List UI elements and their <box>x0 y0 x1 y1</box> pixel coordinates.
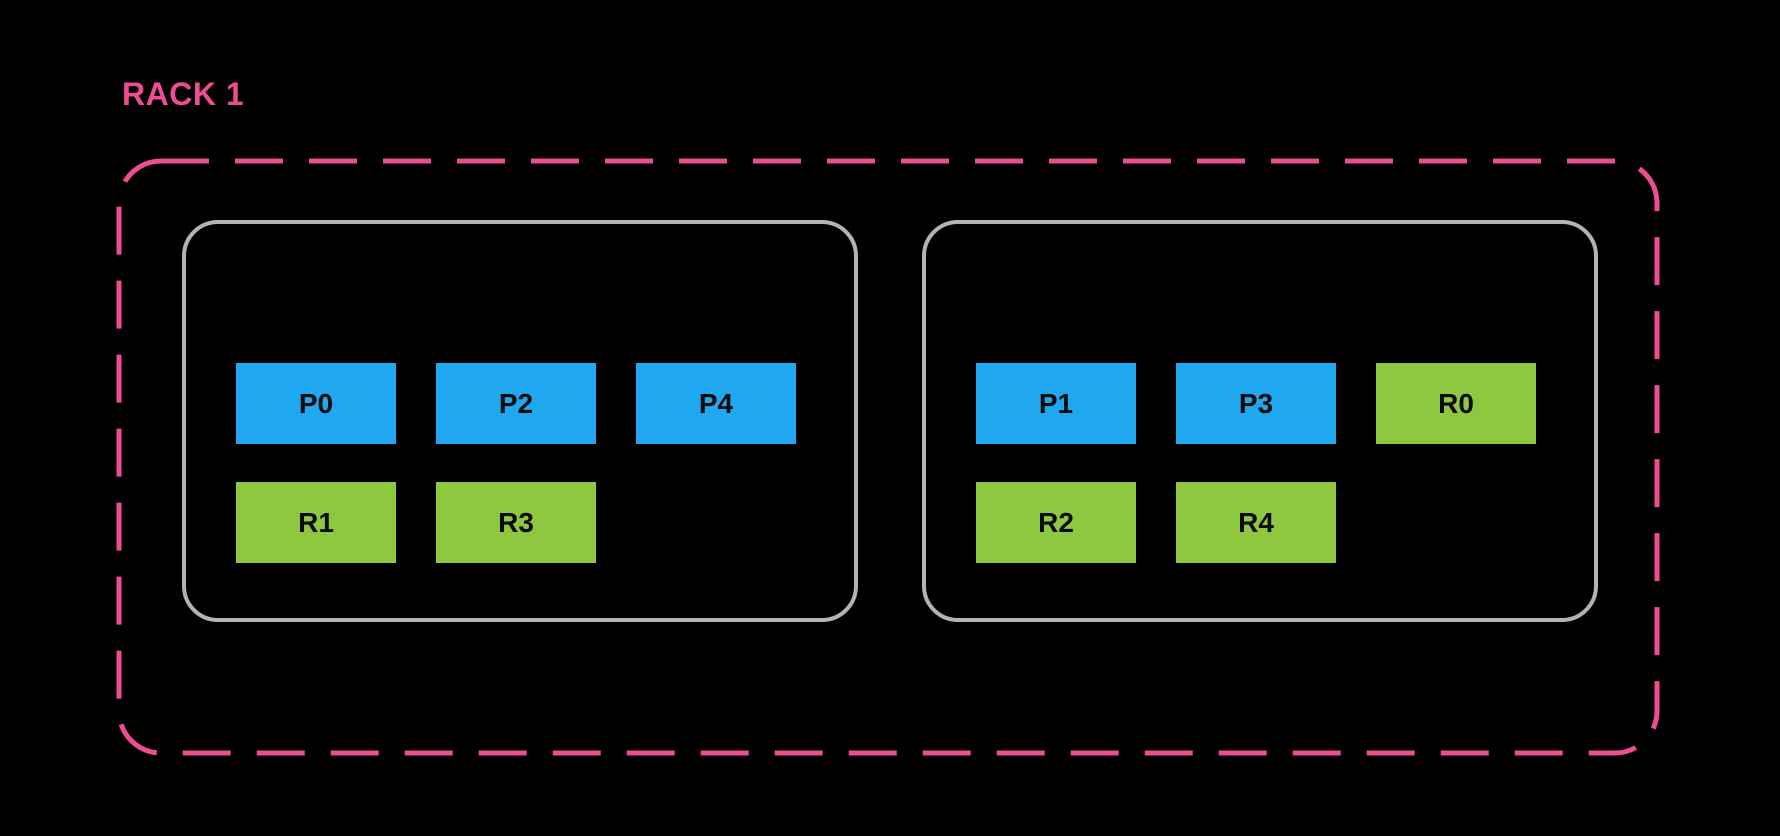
chip-r0: R0 <box>1376 363 1536 444</box>
host-box-left: P0 P2 P4 R1 R3 <box>182 220 858 622</box>
chip-row: P1 P3 R0 <box>976 363 1594 444</box>
chip-r3: R3 <box>436 482 596 563</box>
chip-row: R2 R4 <box>976 482 1594 563</box>
chip-p4: P4 <box>636 363 796 444</box>
chip-r1: R1 <box>236 482 396 563</box>
chip-p1: P1 <box>976 363 1136 444</box>
chip-p0: P0 <box>236 363 396 444</box>
rack-boundary <box>116 158 1660 756</box>
chip-p2: P2 <box>436 363 596 444</box>
chip-row: R1 R3 <box>236 482 854 563</box>
chip-row: P0 P2 P4 <box>236 363 854 444</box>
chip-r4: R4 <box>1176 482 1336 563</box>
chip-r2: R2 <box>976 482 1136 563</box>
rack-title: RACK 1 <box>122 76 245 112</box>
rack-boundary-rect <box>116 158 1660 756</box>
chip-p3: P3 <box>1176 363 1336 444</box>
host-box-right: P1 P3 R0 R2 R4 <box>922 220 1598 622</box>
